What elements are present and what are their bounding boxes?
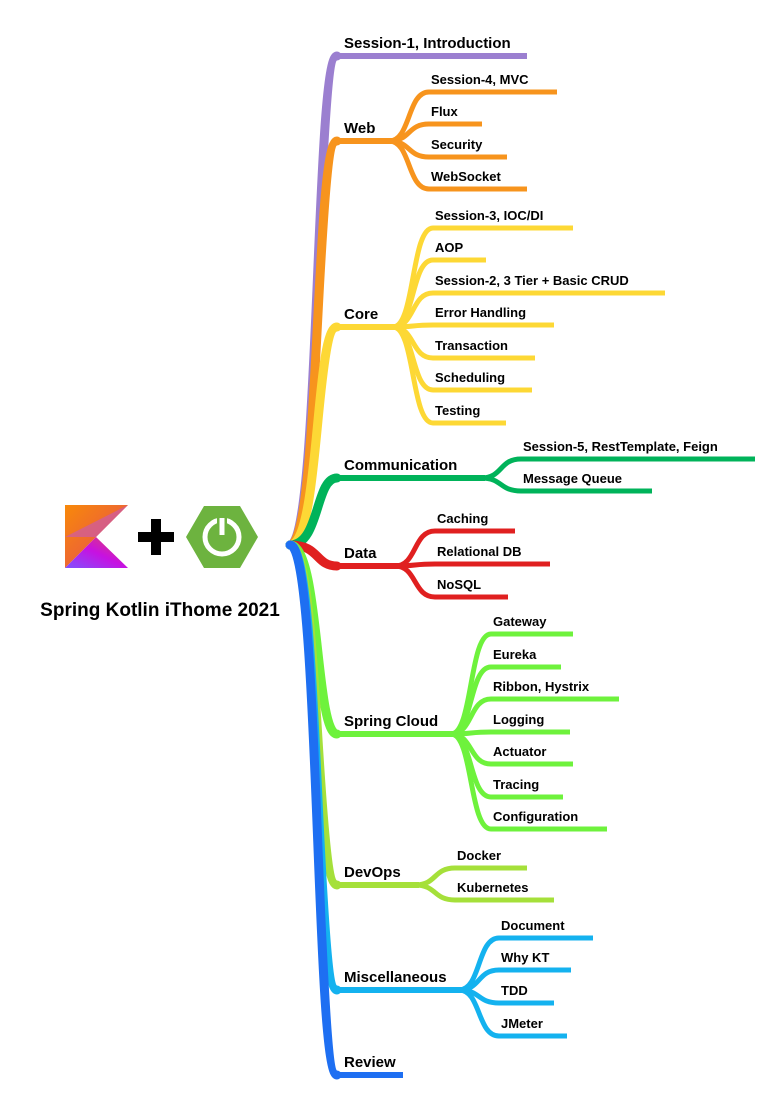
branch-label: Session-1, Introduction (344, 35, 511, 52)
leaf-label: Transaction (435, 338, 508, 353)
kotlin-logo (65, 505, 128, 568)
plus-icon (138, 519, 174, 555)
leaf-label: Session-5, RestTemplate, Feign (523, 439, 718, 454)
branch-connector (285, 540, 342, 1080)
leaf-label: NoSQL (437, 577, 481, 592)
leaf-connector (386, 138, 432, 192)
spring-logo (186, 506, 258, 568)
branch-label: Spring Cloud (344, 713, 438, 730)
root-title: Spring Kotlin iThome 2021 (40, 600, 280, 621)
leaf-connector (412, 882, 458, 903)
leaf-label: WebSocket (431, 169, 502, 184)
leaf-connector (456, 987, 502, 1039)
leaf-label: Kubernetes (457, 880, 529, 895)
branch-label: Review (344, 1054, 396, 1071)
leaf-connector (392, 528, 438, 569)
leaf-label: Docker (457, 848, 501, 863)
leaf-label: Logging (493, 712, 544, 727)
leaf-label: Gateway (493, 614, 547, 629)
branch-label: Data (344, 545, 377, 562)
leaf-label: Eureka (493, 647, 537, 662)
leaf-label: Security (431, 137, 483, 152)
leaf-label: TDD (501, 983, 528, 998)
branch-label: Miscellaneous (344, 969, 447, 986)
leaf-label: Testing (435, 403, 480, 418)
leaf-connector (386, 121, 432, 144)
leaf-label: JMeter (501, 1016, 543, 1031)
leaf-label: AOP (435, 240, 464, 255)
leaf-connector (412, 865, 458, 888)
branch-label: Core (344, 306, 378, 323)
leaf-label: Relational DB (437, 544, 522, 559)
leaf-label: Session-3, IOC/DI (435, 208, 543, 223)
leaf-label: Tracing (493, 777, 539, 792)
leaf-label: Flux (431, 104, 458, 119)
leaf-label: Caching (437, 511, 488, 526)
leaf-connector (392, 563, 438, 600)
leaf-label: Session-4, MVC (431, 72, 529, 87)
branch-connector (285, 322, 342, 550)
leaf-label: Actuator (493, 744, 546, 759)
leaf-connector (478, 475, 524, 494)
leaf-connector (456, 967, 502, 993)
leaf-label: Scheduling (435, 370, 505, 385)
leaf-connector (390, 324, 436, 426)
branch-label: DevOps (344, 864, 401, 881)
leaf-label: Why KT (501, 950, 549, 965)
leaf-label: Document (501, 918, 565, 933)
leaf-label: Message Queue (523, 471, 622, 486)
branch-label: Web (344, 120, 375, 137)
leaf-connector (478, 456, 524, 481)
leaf-label: Error Handling (435, 305, 526, 320)
leaf-label: Session-2, 3 Tier + Basic CRUD (435, 273, 629, 288)
branch-label: Communication (344, 457, 457, 474)
leaf-label: Ribbon, Hystrix (493, 679, 590, 694)
leaf-connector (448, 731, 494, 832)
leaf-label: Configuration (493, 809, 578, 824)
